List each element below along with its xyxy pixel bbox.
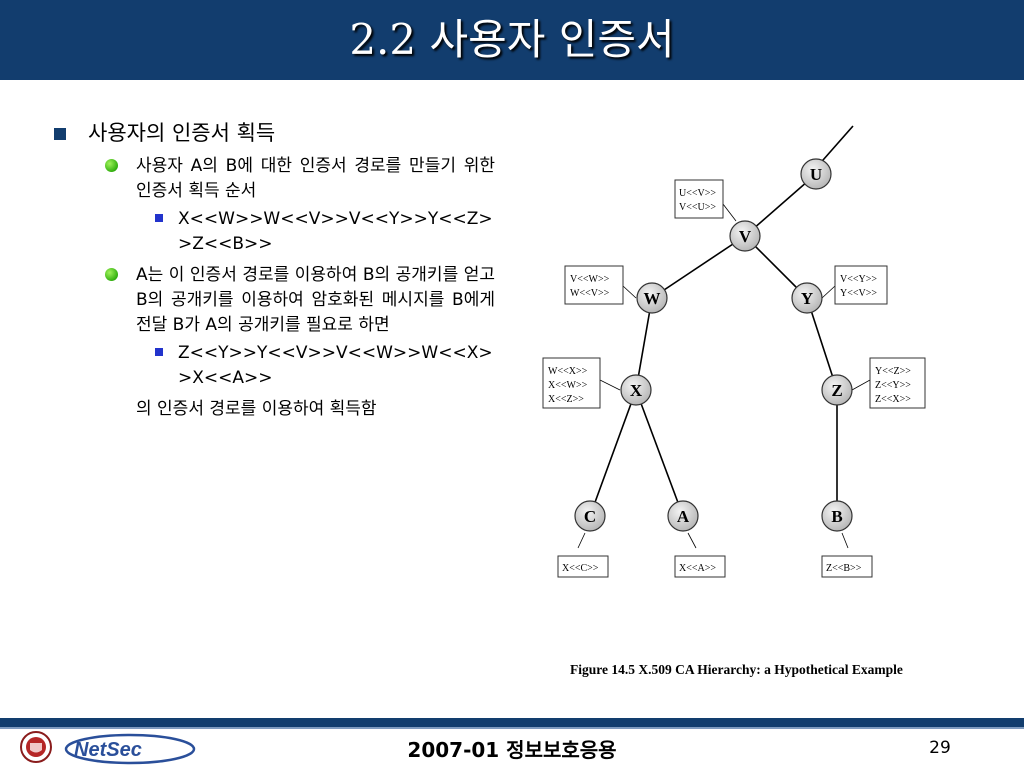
cert-box-x: W<<X>> X<<W>> X<<Z>>: [542, 357, 601, 409]
node-c: C: [574, 500, 606, 532]
node-label: Y: [801, 289, 813, 308]
cert-label: V<<Y>>: [840, 274, 877, 285]
cert-label: X<<C>>: [562, 563, 599, 574]
netsec-logo: NetSec: [64, 733, 196, 765]
node-label: A: [677, 507, 690, 526]
path-1: X<<W>>W<<V>>V<<Y>>Y<<Z>>Z<<B>>: [50, 207, 495, 257]
cert-box-z: Y<<Z>> Z<<Y>> Z<<X>>: [869, 357, 926, 409]
node-label: V: [739, 227, 752, 246]
node-label: W: [644, 289, 661, 308]
cert-label: V<<W>>: [570, 274, 610, 285]
university-seal-icon: [20, 731, 52, 763]
path-2: Z<<Y>>Y<<V>>V<<W>>W<<X>>X<<A>>: [50, 341, 495, 391]
cert-box-a: X<<A>>: [674, 555, 726, 578]
cert-label: W<<V>>: [570, 288, 610, 299]
point-1: 사용자 A의 B에 대한 인증서 경로를 만들기 위한 인증서 획득 순서: [50, 154, 495, 204]
node-w: W: [636, 282, 668, 314]
node-label: Z: [831, 381, 842, 400]
blue-square-bullet-icon: [155, 348, 163, 356]
netsec-logo-text: NetSec: [74, 739, 142, 761]
footer-rule-accent: [0, 727, 1024, 729]
point-2: A는 이 인증서 경로를 이용하여 B의 공개키를 얻고 B의 공개키를 이용하…: [50, 263, 495, 338]
point-2-tail: 의 인증서 경로를 이용하여 획득함: [136, 399, 377, 419]
node-x: X: [620, 374, 652, 406]
page-number: 29: [929, 738, 951, 758]
node-u: U: [800, 158, 832, 190]
point-1-text: 사용자 A의 B에 대한 인증서 경로를 만들기 위한 인증서 획득 순서: [136, 156, 495, 201]
cert-box-u: U<<V>> V<<U>>: [674, 179, 724, 219]
heading-bullet: 사용자의 인증서 획득: [50, 118, 495, 148]
path-1-text: X<<W>>W<<V>>V<<Y>>Y<<Z>>Z<<B>>: [178, 209, 493, 254]
green-bullet-icon: [105, 268, 118, 281]
cert-label: W<<X>>: [548, 366, 588, 377]
cert-box-b: Z<<B>>: [821, 555, 873, 578]
square-bullet-icon: [54, 128, 66, 140]
slide-title: 2.2 사용자 인증서: [349, 15, 675, 64]
node-y: Y: [791, 282, 823, 314]
cert-box-w: V<<W>> W<<V>>: [564, 265, 624, 305]
node-a: A: [667, 500, 699, 532]
node-z: Z: [821, 374, 853, 406]
node-label: U: [810, 165, 822, 184]
ca-hierarchy-diagram: U<<V>> V<<U>> V<<W>> W<<V>> V<<Y>> Y<<V>…: [542, 125, 926, 677]
path-2-text: Z<<Y>>Y<<V>>V<<W>>W<<X>>X<<A>>: [178, 343, 493, 388]
cert-label: Y<<Z>>: [875, 366, 911, 377]
cert-label: X<<W>>: [548, 380, 588, 391]
heading-text: 사용자의 인증서 획득: [88, 121, 276, 145]
cert-label: V<<U>>: [679, 202, 716, 213]
blue-square-bullet-icon: [155, 214, 163, 222]
node-b: B: [821, 500, 853, 532]
cert-box-c: X<<C>>: [557, 555, 609, 578]
point-2-text: A는 이 인증서 경로를 이용하여 B의 공개키를 얻고 B의 공개키를 이용하…: [136, 265, 495, 335]
box-connectors: [577, 203, 871, 549]
node-v: V: [729, 220, 761, 252]
footer-rule: [0, 718, 1024, 727]
green-bullet-icon: [105, 159, 118, 172]
course-title: 2007-01 정보보호응용: [407, 738, 617, 762]
cert-label: X<<A>>: [679, 563, 716, 574]
node-label: X: [630, 381, 643, 400]
figure-caption: Figure 14.5 X.509 CA Hierarchy: a Hypoth…: [570, 662, 903, 677]
cert-label: Y<<V>>: [840, 288, 877, 299]
node-label: B: [831, 507, 842, 526]
cert-label: Z<<Y>>: [875, 380, 911, 391]
cert-label: X<<Z>>: [548, 394, 584, 405]
cert-label: Z<<B>>: [826, 563, 862, 574]
cert-label: U<<V>>: [679, 188, 716, 199]
node-label: C: [584, 507, 596, 526]
slide-content: 사용자의 인증서 획득 사용자 A의 B에 대한 인증서 경로를 만들기 위한 …: [50, 118, 495, 422]
cert-box-y: V<<Y>> Y<<V>>: [834, 265, 888, 305]
cert-label: Z<<X>>: [875, 394, 911, 405]
title-bar: [0, 0, 1024, 80]
